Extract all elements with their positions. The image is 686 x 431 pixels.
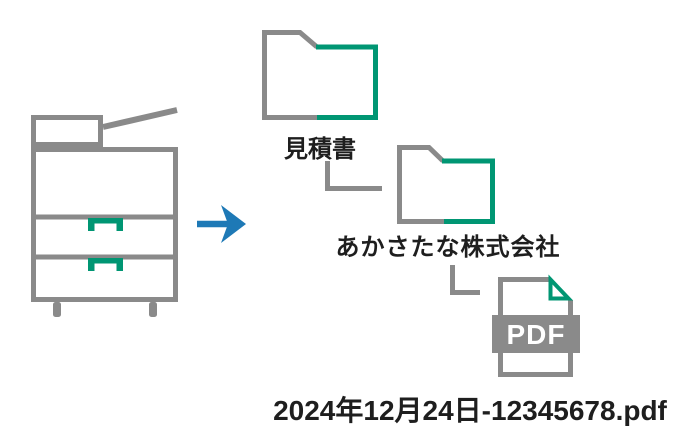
connector-elbow-1 (325, 161, 382, 191)
printer-leg (149, 302, 157, 317)
connector-line (450, 265, 480, 295)
printer-drawer-handle (88, 258, 123, 271)
folder-label-level1: 見積書 (284, 136, 356, 163)
printer-leg (53, 302, 61, 317)
folder-outline-gray (262, 30, 319, 120)
printer-icon (31, 107, 178, 317)
pdf-badge-band (492, 315, 580, 353)
printer-body (31, 147, 178, 302)
pdf-file-icon: PDF (492, 274, 580, 377)
folder-outline-green (316, 44, 378, 120)
connector-elbow-2 (450, 265, 480, 295)
arrow-head (221, 205, 246, 243)
folder-outline-green (442, 158, 495, 224)
pdf-filename: 2024年12月24日-12345678.pdf (273, 395, 667, 426)
pdf-badge-text: PDF (507, 319, 566, 350)
folder-label-level2: あかさたな株式会社 (335, 234, 561, 261)
printer-lid (102, 107, 178, 130)
right-arrow-icon (197, 205, 246, 243)
folder-outline-gray (397, 145, 445, 224)
printer-drawer-handle (88, 218, 123, 231)
pdf-folded-corner (548, 274, 574, 301)
folder-icon-level2 (397, 145, 495, 224)
folder-icon-level1 (262, 30, 378, 120)
connector-line (325, 161, 382, 191)
printer-scanner-top (31, 115, 103, 147)
